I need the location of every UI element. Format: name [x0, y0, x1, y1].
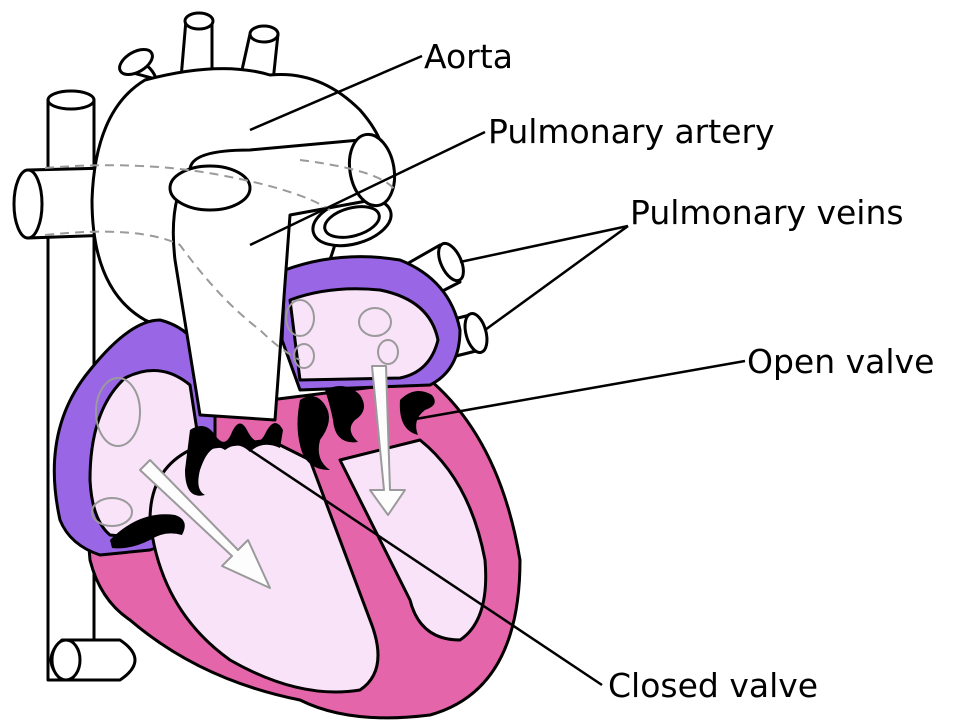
label-pulmonary-veins: Pulmonary veins: [630, 193, 904, 232]
label-aorta: Aorta: [424, 37, 513, 76]
label-pulmonary-artery: Pulmonary artery: [488, 112, 775, 151]
label-closed-valve: Closed valve: [608, 666, 818, 705]
left-atrium-chamber: [286, 289, 438, 380]
leader-open-valve: [410, 361, 745, 420]
label-open-valve: Open valve: [747, 342, 934, 381]
